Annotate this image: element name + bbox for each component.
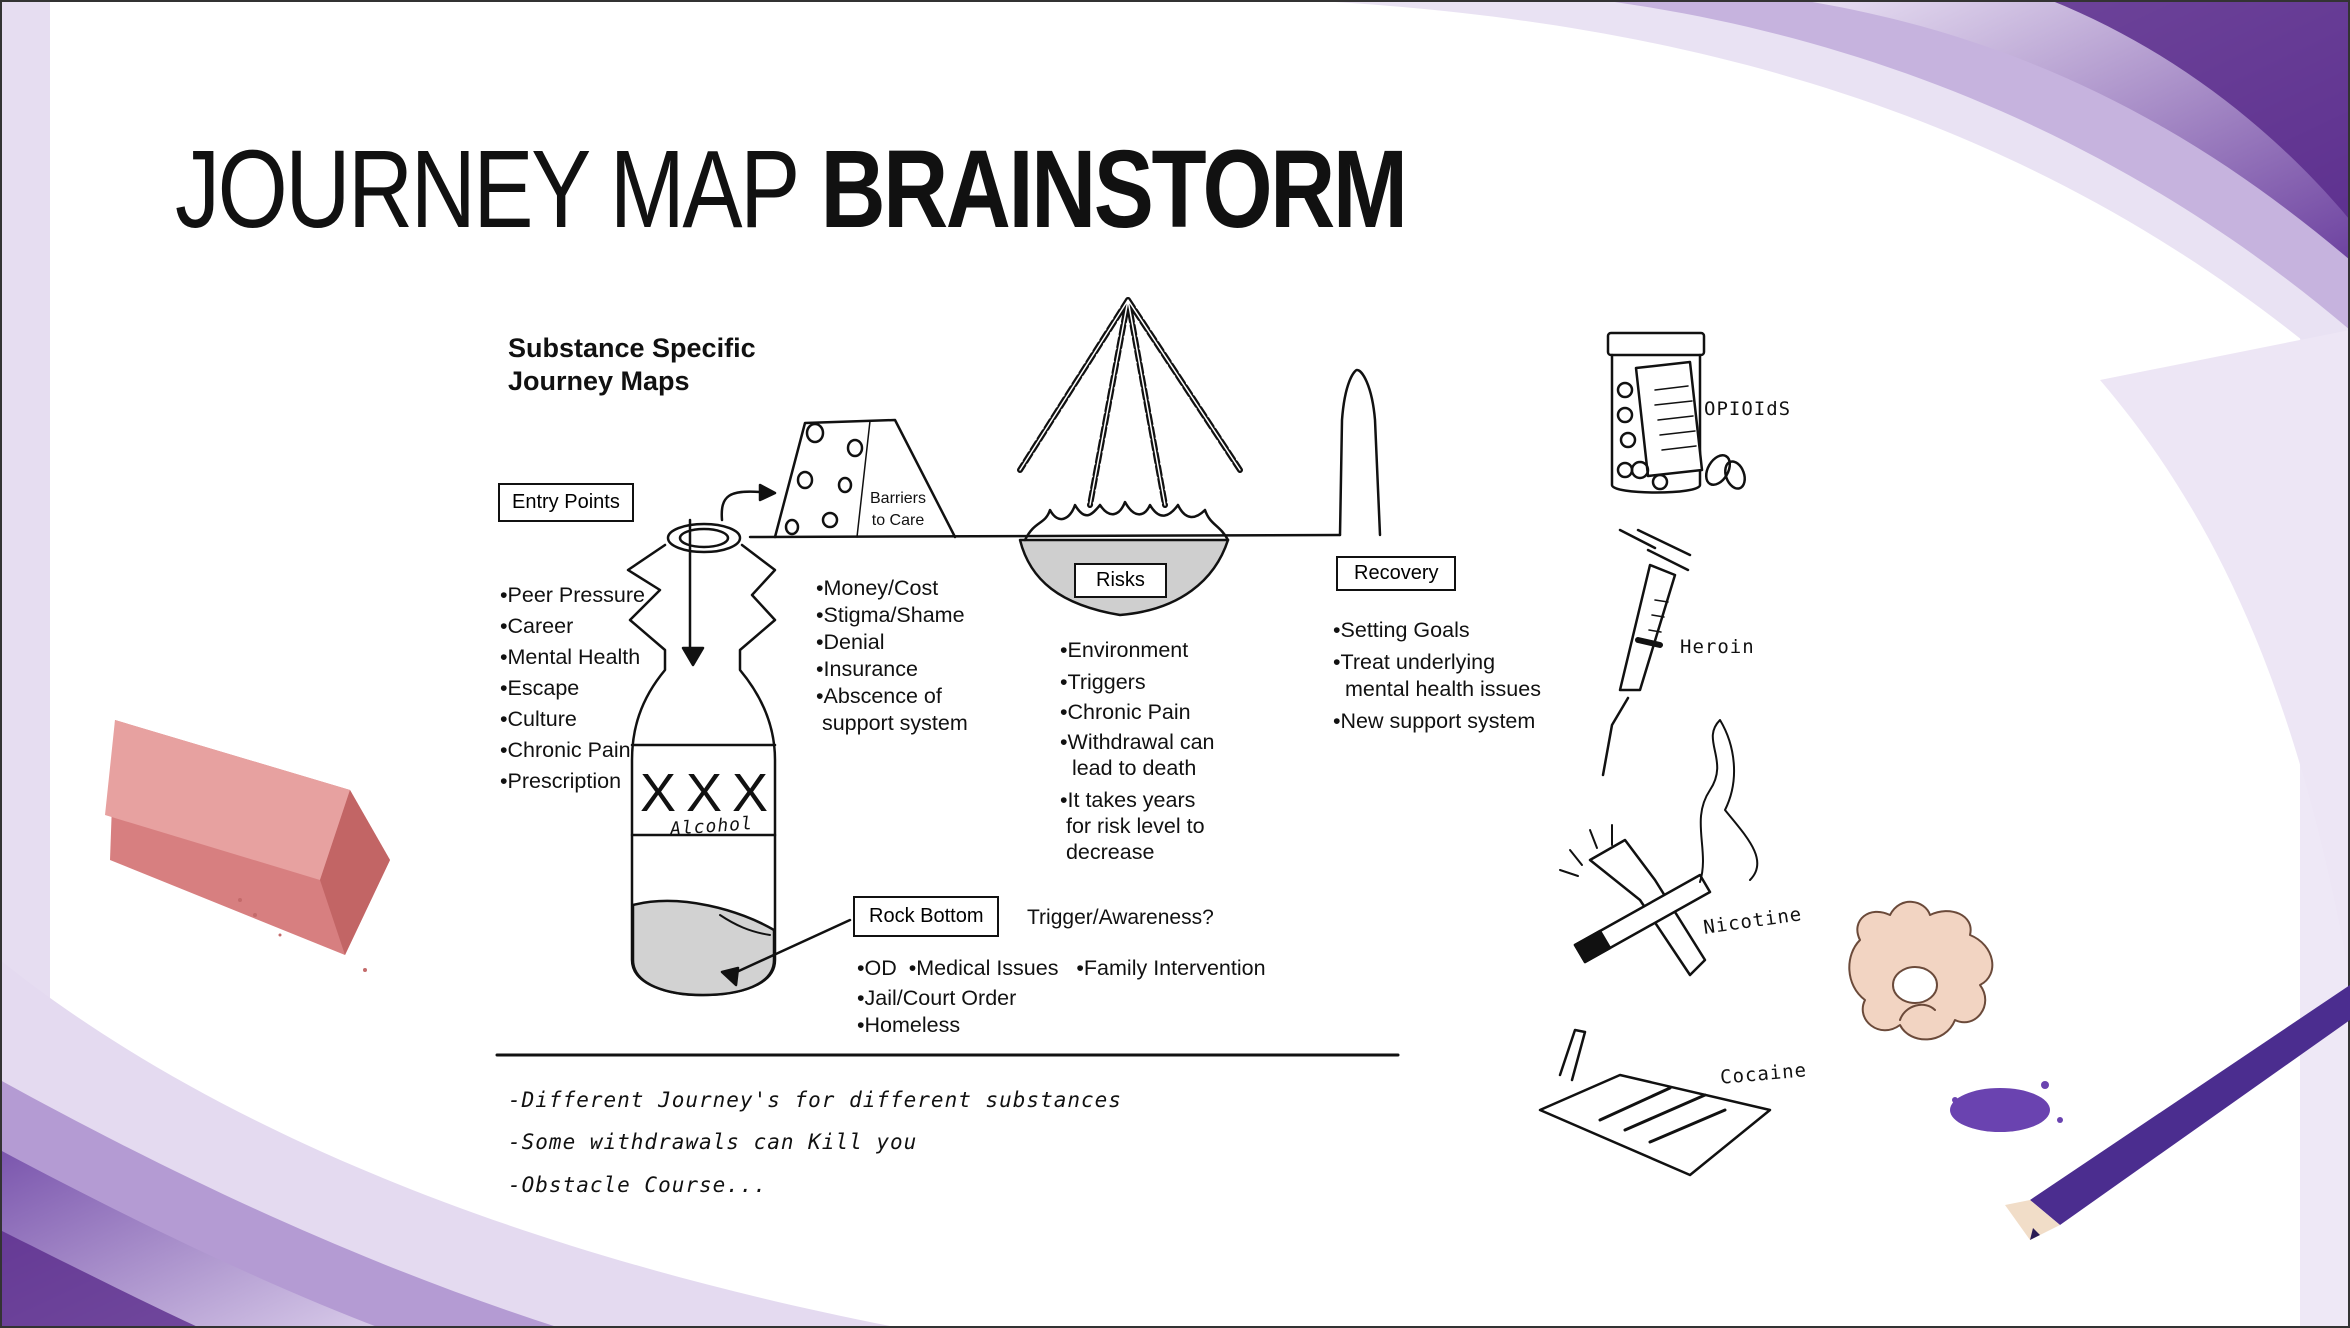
heroin-label: Heroin (1680, 636, 1755, 658)
pencil-icon (2005, 985, 2350, 1240)
cigarette-icon (1559, 719, 1759, 977)
barriers-label: Barriers to Care (870, 490, 927, 529)
note-1: -Different Journey's for different subst… (508, 1088, 1122, 1112)
trigger-awareness-label: Trigger/Awareness? (1027, 906, 1214, 929)
diagram-heading: Substance Specific Journey Maps (508, 333, 756, 396)
barriers-wall-icon (773, 418, 957, 539)
cocaine-icon (1538, 1028, 1772, 1177)
entry-points-list: •Peer Pressure •Career •Mental Health •E… (500, 583, 645, 793)
entry-points-label: Entry Points (498, 483, 634, 522)
title-light: JOURNEY MAP (175, 128, 800, 251)
ground-line (748, 533, 1342, 539)
barriers-list: •Money/Cost •Stigma/Shame •Denial •Insur… (816, 576, 968, 735)
risks-label: Risks (1074, 563, 1167, 598)
rock-bottom-list: •OD •Medical Issues •Family Intervention… (857, 956, 1266, 1037)
rock-bottom-row1: •OD •Medical Issues •Family Intervention (857, 956, 1266, 980)
rock-bottom-arrow (728, 918, 852, 977)
eraser-icon (105, 720, 390, 972)
slide-title: JOURNEY MAP BRAINSTORM (175, 135, 1408, 245)
title-bold: BRAINSTORM (820, 128, 1408, 251)
bottle-marks: XXX (640, 763, 779, 823)
pencil-shavings-icon (1848, 900, 1994, 1041)
syringe-icon (1601, 528, 1692, 777)
recovery-label: Recovery (1336, 556, 1457, 591)
note-3: -Obstacle Course... (508, 1173, 768, 1197)
rock-bottom-label: Rock Bottom (853, 896, 1000, 937)
opioid-bottle-icon (1606, 331, 1746, 494)
purple-shavings-icon (1950, 1081, 2063, 1132)
recovery-list: •Setting Goals •Treat underlying mental … (1333, 618, 1541, 733)
opioids-label: OPIOIdS (1704, 398, 1792, 420)
bottle-icon (626, 483, 777, 997)
risks-list: •Environment •Triggers •Chronic Pain •Wi… (1060, 638, 1215, 864)
recovery-pillar-icon (1338, 368, 1382, 537)
note-2: -Some withdrawals can Kill you (508, 1130, 918, 1154)
